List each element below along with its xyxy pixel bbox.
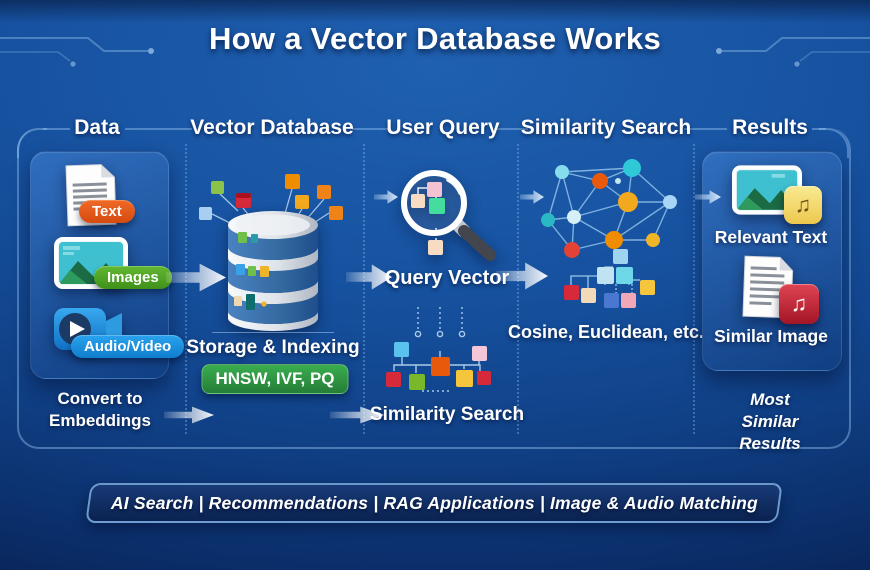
query-tree-graphic	[386, 307, 491, 392]
music-note-glyph: ♫	[794, 192, 812, 217]
column-header-user-query: User Query	[386, 116, 500, 139]
audio-video-badge: Audio/Video	[71, 335, 185, 358]
column-header-vector-database: Vector Database	[190, 116, 354, 139]
text-badge: Text	[79, 200, 135, 223]
storage-indexing-label: Storage & Indexing	[186, 337, 360, 358]
page-title: How a Vector Database Works	[208, 21, 662, 56]
applications-bar: AI Search | Recommendations | RAG Applic…	[85, 483, 783, 523]
most-similar-results-caption: Most Similar Results	[720, 389, 820, 455]
music-note-badge-red: ♫	[779, 284, 819, 324]
column-separator	[185, 144, 187, 434]
frame-line-segment	[125, 128, 192, 130]
database-icon	[228, 211, 318, 331]
circuit-decoration-left	[0, 37, 154, 67]
caption-line: Convert to	[57, 389, 143, 408]
similar-image-label: Similar Image	[714, 326, 828, 346]
circuit-decoration-right	[716, 37, 870, 67]
music-note-badge-yellow: ♫	[784, 186, 822, 224]
caption-line: Embeddings	[48, 411, 152, 431]
frame-line-segment	[43, 128, 70, 130]
caption-line: Results	[739, 434, 801, 454]
flow-frame	[17, 128, 851, 449]
caption-line: Most Similar	[741, 390, 799, 432]
storage-divider-line	[212, 332, 334, 333]
graph-network-icon	[541, 159, 677, 308]
frame-line-segment	[352, 128, 390, 130]
frame-line-segment	[494, 128, 528, 130]
column-header-data: Data	[74, 116, 120, 139]
column-separator	[693, 144, 695, 434]
frame-corner-left	[17, 128, 47, 158]
column-header-results: Results	[732, 116, 808, 139]
index-methods-badge: HNSW, IVF, PQ	[201, 364, 349, 394]
images-badge: Images	[94, 266, 172, 289]
applications-text: AI Search | Recommendations | RAG Applic…	[110, 492, 758, 513]
vector-squares-scatter	[199, 174, 343, 228]
music-note-glyph: ♫	[790, 291, 808, 316]
image-icon	[54, 237, 128, 289]
query-vector-label: Query Vector	[384, 267, 510, 289]
column-separator	[517, 144, 519, 434]
frame-corner-right	[819, 128, 849, 158]
similarity-search-flow-label: Similarity Search	[369, 404, 525, 425]
frame-line-segment	[684, 128, 727, 130]
relevant-text-label: Relevant Text	[714, 227, 828, 247]
column-header-similarity-search: Similarity Search	[520, 116, 692, 139]
convert-to-embeddings-label: Convert to Embeddings	[49, 388, 151, 432]
distance-metrics-caption: Cosine, Euclidean, etc.	[507, 322, 705, 342]
frame-line-segment	[812, 128, 826, 130]
magnifier-icon	[401, 170, 496, 261]
column-separator	[363, 144, 365, 434]
